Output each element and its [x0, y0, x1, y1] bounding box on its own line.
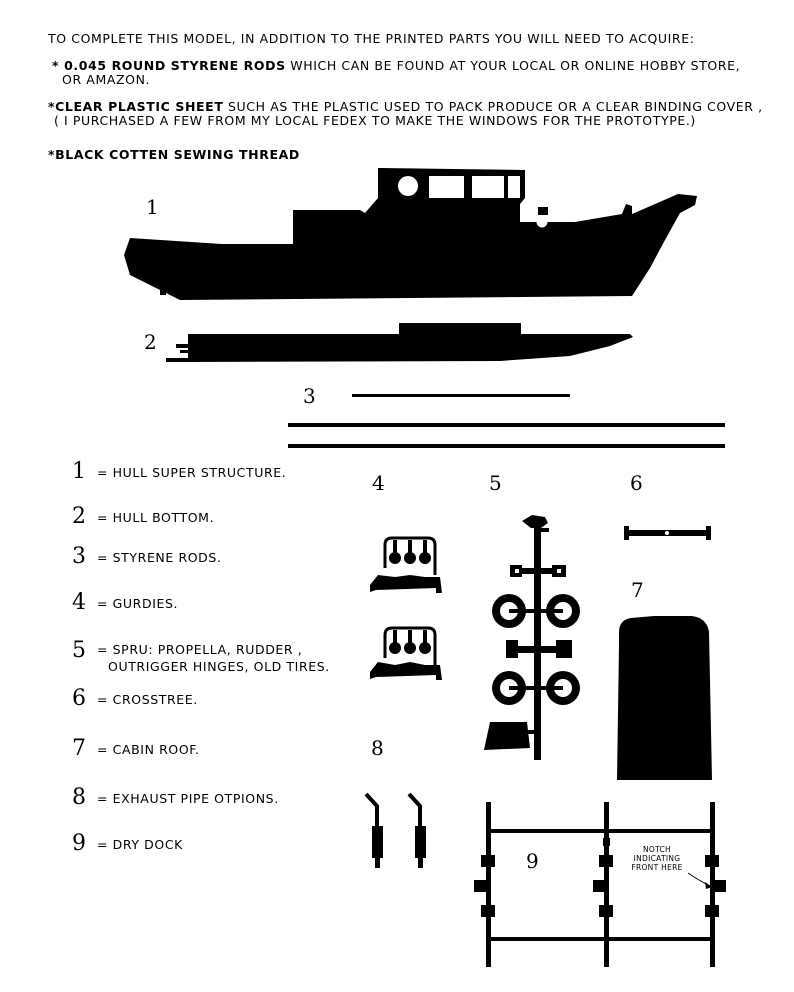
legend-num-9: 9 [72, 831, 86, 856]
legend-text-4: = GURDIES. [97, 596, 179, 611]
part-label-4: 4 [372, 471, 385, 495]
legend-num-4: 4 [72, 590, 86, 615]
part-label-8: 8 [371, 736, 384, 760]
legend-text-5-line2: OUTRIGGER HINGES, OLD TIRES. [108, 659, 330, 674]
notch-label: NOTCH INDICATING FRONT HERE [622, 845, 692, 872]
crosstree [624, 526, 711, 540]
legend-text-1: = HULL SUPER STRUCTURE. [97, 465, 287, 480]
intro-line: TO COMPLETE THIS MODEL, IN ADDITION TO T… [48, 31, 695, 46]
styrene-rods [288, 394, 725, 448]
exhaust-pipe-2 [407, 792, 426, 868]
supply-item-styrene-rest: WHICH CAN BE FOUND AT YOUR LOCAL OR ONLI… [285, 58, 741, 73]
legend-text-3: = STYRENE RODS. [97, 550, 222, 565]
legend-text-8: = EXHAUST PIPE OTPIONS. [97, 791, 279, 806]
gurdies-set-1 [370, 536, 442, 593]
notch-label-line2: INDICATING [633, 854, 681, 863]
spru [484, 515, 580, 760]
notch-label-line3: FRONT HERE [631, 863, 683, 872]
supply-item-plastic: *CLEAR PLASTIC SHEET SUCH AS THE PLASTIC… [48, 99, 763, 114]
supply-item-thread: *BLACK COTTEN SEWING THREAD [48, 147, 300, 162]
supply-item-plastic-rest: SUCH AS THE PLASTIC USED TO PACK PRODUCE… [223, 99, 763, 114]
exhaust-pipe-1 [364, 792, 383, 868]
legend-num-2: 2 [72, 504, 86, 529]
legend-num-6: 6 [72, 686, 86, 711]
legend-num-1: 1 [72, 459, 86, 484]
legend-text-5: = SPRU: PROPELLA, RUDDER , [97, 642, 303, 657]
legend-text-9: = DRY DOCK [97, 837, 183, 852]
part-label-7: 7 [631, 578, 644, 602]
notch-label-line1: NOTCH [642, 845, 672, 854]
legend-text-2: = HULL BOTTOM. [97, 510, 215, 525]
legend-num-8: 8 [72, 785, 86, 810]
part-label-6: 6 [630, 471, 643, 495]
hull-superstructure [124, 168, 697, 300]
legend-text-7: = CABIN ROOF. [97, 742, 200, 757]
hull-bottom [166, 323, 633, 362]
legend-num-7: 7 [72, 736, 86, 761]
cabin-roof [617, 616, 712, 780]
legend-text-6: = CROSSTREE. [97, 692, 198, 707]
supply-item-plastic-bold: *CLEAR PLASTIC SHEET [48, 99, 224, 114]
part-label-3: 3 [303, 384, 316, 408]
legend-num-3: 3 [72, 544, 86, 569]
supply-item-styrene-line2: OR AMAZON. [62, 72, 151, 87]
dry-dock [474, 802, 726, 967]
part-label-2: 2 [144, 330, 157, 354]
part-label-5: 5 [489, 471, 502, 495]
part-label-9: 9 [526, 849, 539, 873]
part-label-1: 1 [146, 195, 159, 219]
supply-item-styrene-bold: * 0.045 ROUND STYRENE RODS [52, 58, 286, 73]
supply-item-styrene: * 0.045 ROUND STYRENE RODS WHICH CAN BE … [52, 58, 740, 73]
supply-item-plastic-line2: ( I PURCHASED A FEW FROM MY LOCAL FEDEX … [54, 113, 696, 128]
gurdies-set-2 [370, 626, 442, 680]
legend-num-5: 5 [72, 638, 86, 663]
